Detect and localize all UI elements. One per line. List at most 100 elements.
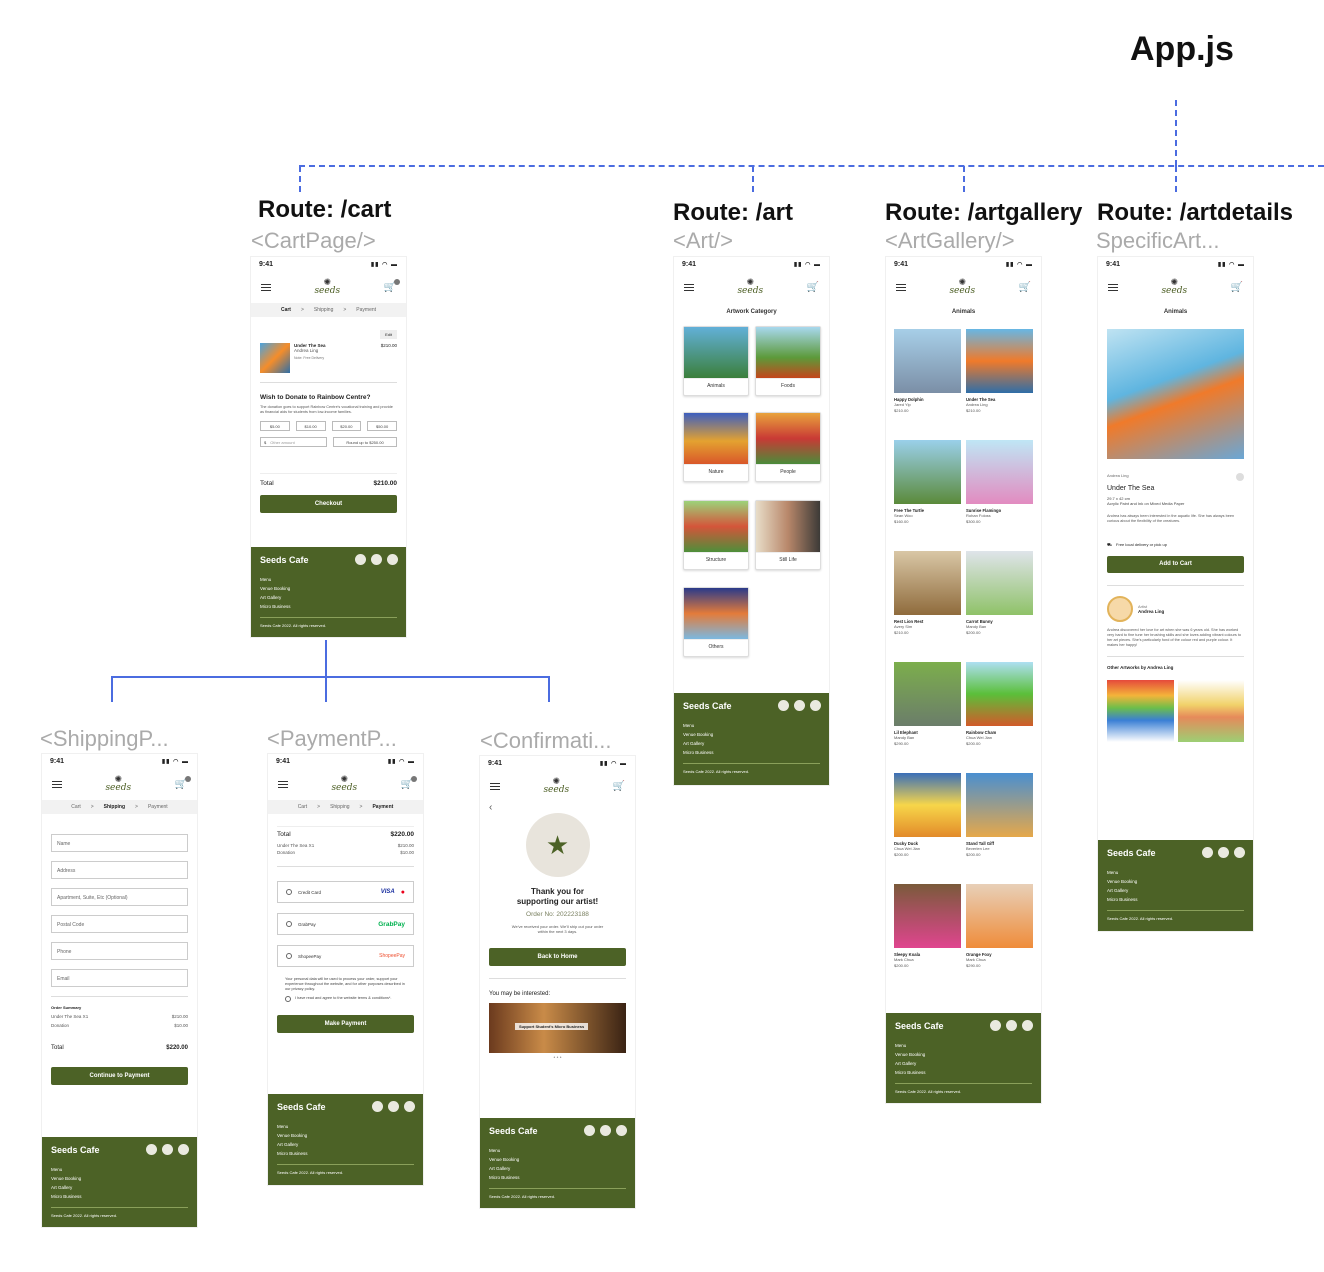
footer-link[interactable]: Menu bbox=[1107, 870, 1119, 875]
footer-link[interactable]: Venue Booking bbox=[489, 1157, 520, 1162]
artwork-thumbnail[interactable] bbox=[966, 773, 1033, 837]
footer-link[interactable]: Art Gallery bbox=[277, 1142, 299, 1147]
cloud-icon[interactable] bbox=[178, 1144, 189, 1155]
micro-business-banner[interactable]: Support Student's Micro Business bbox=[489, 1003, 626, 1053]
cloud-icon[interactable] bbox=[1022, 1020, 1033, 1031]
menu-icon[interactable] bbox=[278, 780, 288, 788]
footer-link[interactable]: Micro Business bbox=[51, 1194, 82, 1199]
seeds-logo[interactable]: ✺seeds bbox=[1161, 277, 1188, 296]
social-icon[interactable] bbox=[1202, 847, 1213, 858]
instagram-icon[interactable] bbox=[794, 700, 805, 711]
seeds-logo[interactable]: ✺seeds bbox=[737, 277, 764, 296]
cloud-icon[interactable] bbox=[404, 1101, 415, 1112]
footer-link[interactable]: Micro Business bbox=[277, 1151, 308, 1156]
artwork-thumbnail[interactable] bbox=[894, 773, 961, 837]
footer-link[interactable]: Menu bbox=[489, 1148, 501, 1153]
social-icon[interactable] bbox=[584, 1125, 595, 1136]
footer-link[interactable]: Menu bbox=[51, 1167, 63, 1172]
instagram-icon[interactable] bbox=[162, 1144, 173, 1155]
footer-link[interactable]: Art Gallery bbox=[683, 741, 705, 746]
footer-link[interactable]: Venue Booking bbox=[260, 586, 291, 591]
menu-icon[interactable] bbox=[684, 283, 694, 291]
email-field[interactable]: Email bbox=[51, 969, 188, 987]
cart-icon[interactable]: 🛒 bbox=[612, 780, 625, 792]
edit-button[interactable]: Edit bbox=[380, 330, 397, 339]
cloud-icon[interactable] bbox=[810, 700, 821, 711]
roundup-button[interactable]: Round up to $250.00 bbox=[333, 437, 397, 447]
cloud-icon[interactable] bbox=[387, 554, 398, 565]
back-to-home-button[interactable]: Back to Home bbox=[489, 948, 626, 966]
category-animals[interactable]: Animals bbox=[683, 326, 749, 396]
footer-link[interactable]: Menu bbox=[277, 1124, 289, 1129]
cart-icon[interactable]: 🛒 bbox=[401, 775, 417, 790]
menu-icon[interactable] bbox=[896, 283, 906, 291]
category-nature[interactable]: Nature bbox=[683, 412, 749, 482]
footer-link[interactable]: Micro Business bbox=[260, 604, 291, 609]
artwork-thumbnail[interactable] bbox=[894, 440, 961, 504]
instagram-icon[interactable] bbox=[371, 554, 382, 565]
footer-link[interactable]: Venue Booking bbox=[277, 1133, 308, 1138]
menu-icon[interactable] bbox=[490, 782, 500, 790]
cart-icon[interactable]: 🛒 bbox=[1230, 281, 1243, 293]
address-field[interactable]: Address bbox=[51, 861, 188, 879]
category-foods[interactable]: Foods bbox=[755, 326, 821, 396]
artwork-thumbnail[interactable] bbox=[966, 440, 1033, 504]
social-icon[interactable] bbox=[355, 554, 366, 565]
social-icon[interactable] bbox=[778, 700, 789, 711]
footer-link[interactable]: Art Gallery bbox=[895, 1061, 917, 1066]
apartment-field[interactable]: Apartment, Suite, Etc (Optional) bbox=[51, 888, 188, 906]
cart-icon[interactable]: 🛒 bbox=[1018, 281, 1031, 293]
instagram-icon[interactable] bbox=[600, 1125, 611, 1136]
amount-button[interactable]: $5.00 bbox=[260, 421, 290, 431]
footer-link[interactable]: Art Gallery bbox=[489, 1166, 511, 1171]
footer-link[interactable]: Menu bbox=[260, 577, 272, 582]
footer-link[interactable]: Venue Booking bbox=[51, 1176, 82, 1181]
instagram-icon[interactable] bbox=[1006, 1020, 1017, 1031]
continue-button[interactable]: Continue to Payment bbox=[51, 1067, 188, 1085]
cart-icon[interactable]: 🛒 bbox=[806, 281, 819, 293]
checkout-button[interactable]: Checkout bbox=[260, 495, 397, 513]
amount-button[interactable]: $50.00 bbox=[367, 421, 397, 431]
share-icon[interactable] bbox=[1236, 473, 1244, 481]
category-people[interactable]: People bbox=[755, 412, 821, 482]
footer-link[interactable]: Micro Business bbox=[489, 1175, 520, 1180]
social-icon[interactable] bbox=[372, 1101, 383, 1112]
artwork-thumbnail[interactable] bbox=[966, 551, 1033, 615]
name-field[interactable]: Name bbox=[51, 834, 188, 852]
make-payment-button[interactable]: Make Payment bbox=[277, 1015, 414, 1033]
footer-link[interactable]: Menu bbox=[895, 1043, 907, 1048]
footer-link[interactable]: Art Gallery bbox=[1107, 888, 1129, 893]
cart-icon[interactable]: 🛒 bbox=[384, 278, 400, 293]
artwork-thumbnail[interactable] bbox=[894, 884, 961, 948]
cloud-icon[interactable] bbox=[1234, 847, 1245, 858]
other-amount-input[interactable]: $Other amount bbox=[260, 437, 327, 447]
artwork-thumbnail[interactable] bbox=[894, 551, 961, 615]
footer-link[interactable]: Menu bbox=[683, 723, 695, 728]
social-icon[interactable] bbox=[990, 1020, 1001, 1031]
artwork-thumbnail[interactable] bbox=[894, 329, 961, 393]
footer-link[interactable]: Micro Business bbox=[895, 1070, 926, 1075]
seeds-logo[interactable]: ✺seeds bbox=[949, 277, 976, 296]
footer-link[interactable]: Venue Booking bbox=[683, 732, 714, 737]
cart-icon[interactable]: 🛒 bbox=[175, 775, 191, 790]
category-others[interactable]: Others bbox=[683, 587, 749, 657]
seeds-logo[interactable]: ✺seeds bbox=[331, 774, 358, 793]
artwork-thumbnail[interactable] bbox=[894, 662, 961, 726]
category-still-life[interactable]: Still Life bbox=[755, 500, 821, 570]
phone-field[interactable]: Phone bbox=[51, 942, 188, 960]
menu-icon[interactable] bbox=[261, 283, 271, 291]
footer-link[interactable]: Art Gallery bbox=[260, 595, 282, 600]
amount-button[interactable]: $20.00 bbox=[331, 421, 362, 431]
